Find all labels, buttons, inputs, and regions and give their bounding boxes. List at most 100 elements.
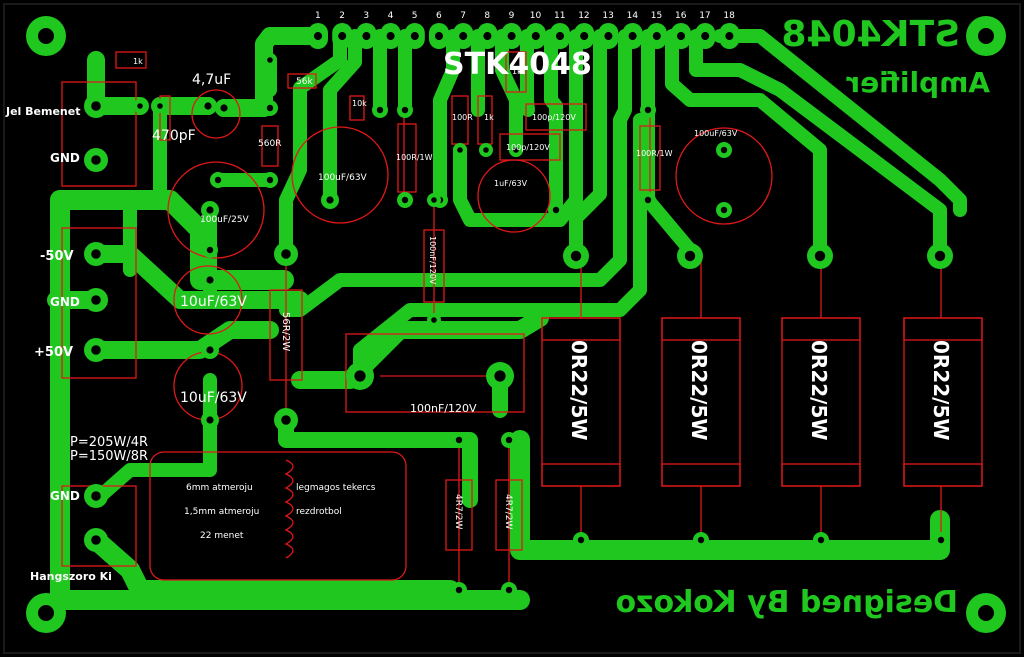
component-pad-hole: [483, 147, 489, 153]
component-pad-hole: [455, 436, 463, 444]
ic-pin-number: 2: [339, 11, 345, 21]
ic-pin-header: [308, 23, 740, 49]
coil-type: legmagos tekercs: [296, 483, 376, 493]
ic-pin-number: 17: [699, 11, 710, 21]
coil-material: rezdrotbol: [296, 507, 342, 517]
label-r-4r7-a: 4R7/2W: [453, 494, 463, 529]
label-r-1k-top: 1k: [133, 57, 143, 66]
ic-pin-hole: [483, 32, 492, 40]
ic-pin-number: 11: [554, 11, 565, 21]
component-pad-hole: [577, 536, 585, 544]
ic-pin-hole: [604, 32, 613, 40]
component-pad-hole: [644, 106, 652, 114]
label-c-100u63-left: 100uF/63V: [318, 173, 368, 183]
ic-pin-hole: [677, 32, 685, 40]
component-pad-hole: [206, 206, 214, 214]
ic-pin-number: 18: [723, 11, 735, 21]
power-rating-8r: P=150W/8R: [70, 449, 148, 464]
label-input-gnd: GND: [50, 151, 80, 165]
ic-pin-number: 15: [651, 11, 662, 21]
mounting-holes: [26, 16, 1006, 633]
component-pad-hole: [505, 586, 513, 594]
ic-pin-number: 14: [627, 11, 639, 21]
component-pad-hole: [934, 250, 946, 262]
ic-pin-hole: [725, 32, 734, 40]
component-pad-hole: [91, 101, 101, 111]
label-r-10k: 10k: [352, 99, 367, 108]
component-pad-hole: [494, 370, 506, 382]
ic-pin-hole: [507, 32, 516, 40]
component-pad-hole: [431, 197, 437, 203]
ic-pin-number: 4: [388, 11, 394, 21]
component-pad-hole: [281, 415, 291, 425]
ic-pin-number: 5: [412, 11, 418, 21]
component-pad-hole: [684, 250, 696, 262]
component-pad-hole: [697, 536, 705, 544]
component-pad-hole: [204, 102, 212, 110]
component-pad-hole: [431, 317, 437, 323]
component-pad-hole: [281, 249, 291, 259]
power-rating-4r: P=205W/4R: [70, 435, 148, 450]
mirrored-subtitle: Amplifier: [846, 66, 990, 99]
coil-turns: 22 menet: [200, 531, 244, 541]
component-pad-hole: [206, 276, 214, 284]
component-pad-hole: [720, 146, 728, 154]
ic-pin-hole: [459, 32, 468, 40]
component-pad-hole: [376, 106, 384, 114]
label-c-100p-a: 100p/120V: [532, 113, 576, 122]
component-pad-hole: [937, 536, 945, 544]
ic-pin-hole: [580, 32, 589, 40]
label-c-100n120: 100nF/120V: [410, 402, 477, 415]
label-c-100n-vert: 100nF/120V: [428, 236, 437, 285]
component-pad-hole: [354, 370, 366, 382]
component-pad-hole: [814, 250, 826, 262]
ic-pin-number: 16: [675, 11, 687, 21]
component-pad-hole: [157, 103, 163, 109]
label-r-1k-small: 1k: [512, 67, 522, 76]
label-r-1k-center: 1k: [484, 113, 494, 122]
component-pad-hole: [91, 249, 101, 259]
component-pad-hole: [457, 147, 463, 153]
component-pad-hole: [505, 436, 513, 444]
ic-pin-number: 3: [363, 11, 369, 21]
ic-pin-hole: [362, 32, 371, 40]
component-pad-hole: [206, 346, 214, 354]
label-c-1u63: 1uF/63V: [494, 179, 528, 188]
label-c-10u63-a: 10uF/63V: [180, 294, 247, 310]
label-r-56r2w: 56R/2W: [280, 312, 291, 351]
ic-pin-number: 10: [530, 11, 542, 21]
silkscreen: STK4048 STK4048 Amplifier Designed By Ko…: [5, 14, 990, 620]
ic-pin-number: 9: [509, 11, 515, 21]
component-pad-hole: [455, 586, 463, 594]
component-pad-hole: [214, 176, 222, 184]
ic-pin-hole: [435, 32, 443, 40]
ic-pin-hole: [628, 32, 637, 40]
component-pad-hole: [401, 196, 409, 204]
label-output-gnd: GND: [50, 489, 80, 503]
component-pad-hole: [817, 536, 825, 544]
component-pad-hole: [91, 155, 101, 165]
coil-diameter: 6mm atmeroju: [186, 483, 253, 493]
ic-pin-hole: [410, 32, 419, 40]
board-edge: [3, 3, 1021, 654]
label-supply-gnd: GND: [50, 295, 80, 309]
component-pad-hole: [91, 295, 101, 305]
component-pad-hole: [220, 104, 228, 112]
label-r-560r: 560R: [258, 139, 281, 149]
ic-pin-number: 12: [578, 11, 589, 21]
mirrored-title: STK4048: [781, 14, 960, 55]
label-r-100r1w-right: 100R/1W: [636, 149, 673, 158]
label-r-0r22-2: 0R22/5W: [687, 340, 711, 440]
component-pad-hole: [91, 491, 101, 501]
component-pad-hole: [137, 103, 143, 109]
label-c-470p: 470pF: [152, 128, 196, 144]
label-c-100p-b: 100p/120V: [506, 143, 550, 152]
ic-pin-number: 1: [315, 11, 321, 21]
ic-pin-hole: [701, 32, 710, 40]
component-pad-hole: [266, 104, 274, 112]
component-pad-hole: [513, 147, 519, 153]
ic-pin-number: 8: [484, 11, 490, 21]
ic-pin-hole: [386, 32, 395, 40]
